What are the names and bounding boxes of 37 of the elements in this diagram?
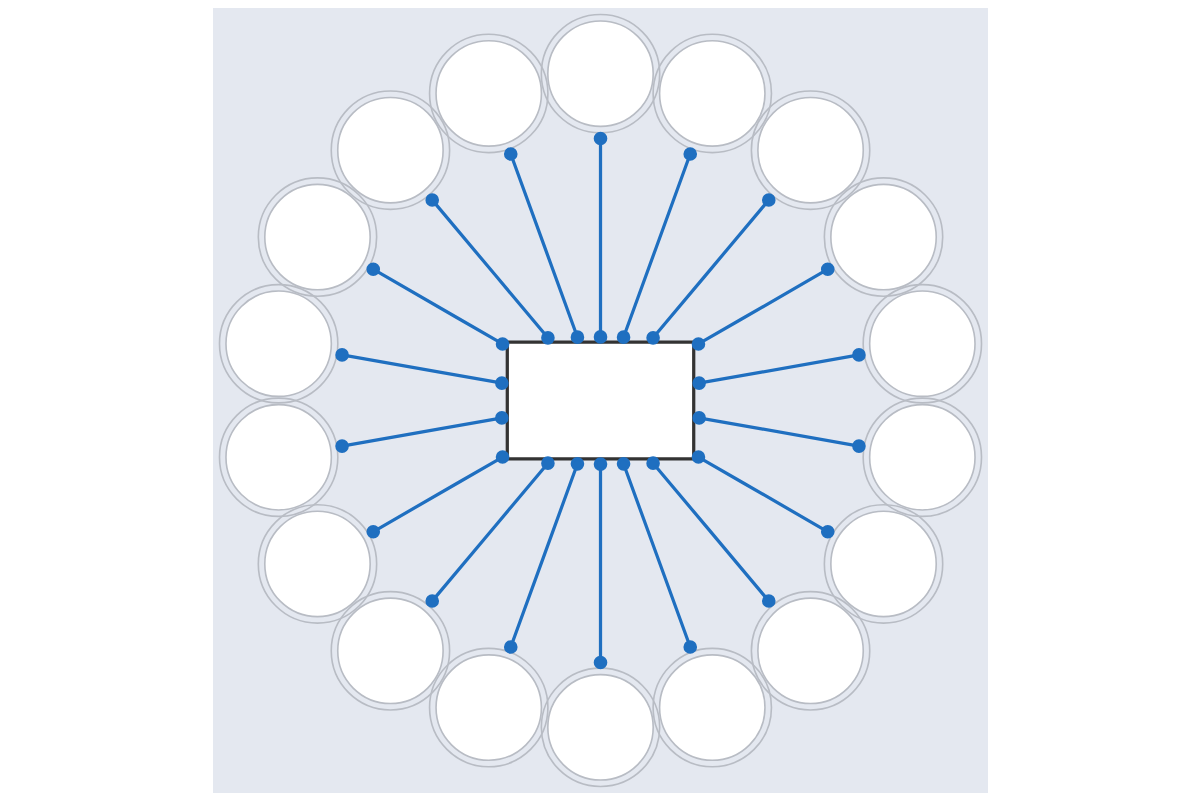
node-circle xyxy=(651,33,772,154)
node-circle xyxy=(540,667,660,788)
node-circle xyxy=(428,33,549,154)
connector xyxy=(503,147,584,344)
connector xyxy=(616,147,697,344)
node-circle xyxy=(329,90,450,211)
connector xyxy=(503,457,584,654)
connector xyxy=(424,193,555,345)
connector xyxy=(616,457,697,654)
connector xyxy=(365,262,509,351)
node-circle xyxy=(329,590,450,711)
node-circle xyxy=(218,283,339,404)
connector xyxy=(424,456,555,608)
connector xyxy=(645,193,776,345)
connector xyxy=(334,348,509,390)
node-circle xyxy=(750,590,871,711)
node-circle xyxy=(823,503,943,624)
connector xyxy=(691,411,866,453)
node-circle xyxy=(428,647,549,768)
connector xyxy=(691,348,866,390)
node-circle xyxy=(861,283,982,404)
node-circle xyxy=(750,90,871,211)
node-circle xyxy=(861,397,982,518)
connector xyxy=(645,456,776,608)
node-circle xyxy=(257,177,377,298)
connector xyxy=(691,450,835,539)
node-circle xyxy=(257,503,377,624)
connector xyxy=(593,457,607,670)
connector xyxy=(691,262,835,351)
node-circle xyxy=(218,397,339,518)
node-circle xyxy=(540,13,660,134)
connector xyxy=(593,131,607,344)
node-circle xyxy=(651,647,772,768)
node-box xyxy=(505,340,695,461)
connector xyxy=(334,411,509,453)
node-circle xyxy=(823,177,943,298)
connector xyxy=(365,450,509,539)
